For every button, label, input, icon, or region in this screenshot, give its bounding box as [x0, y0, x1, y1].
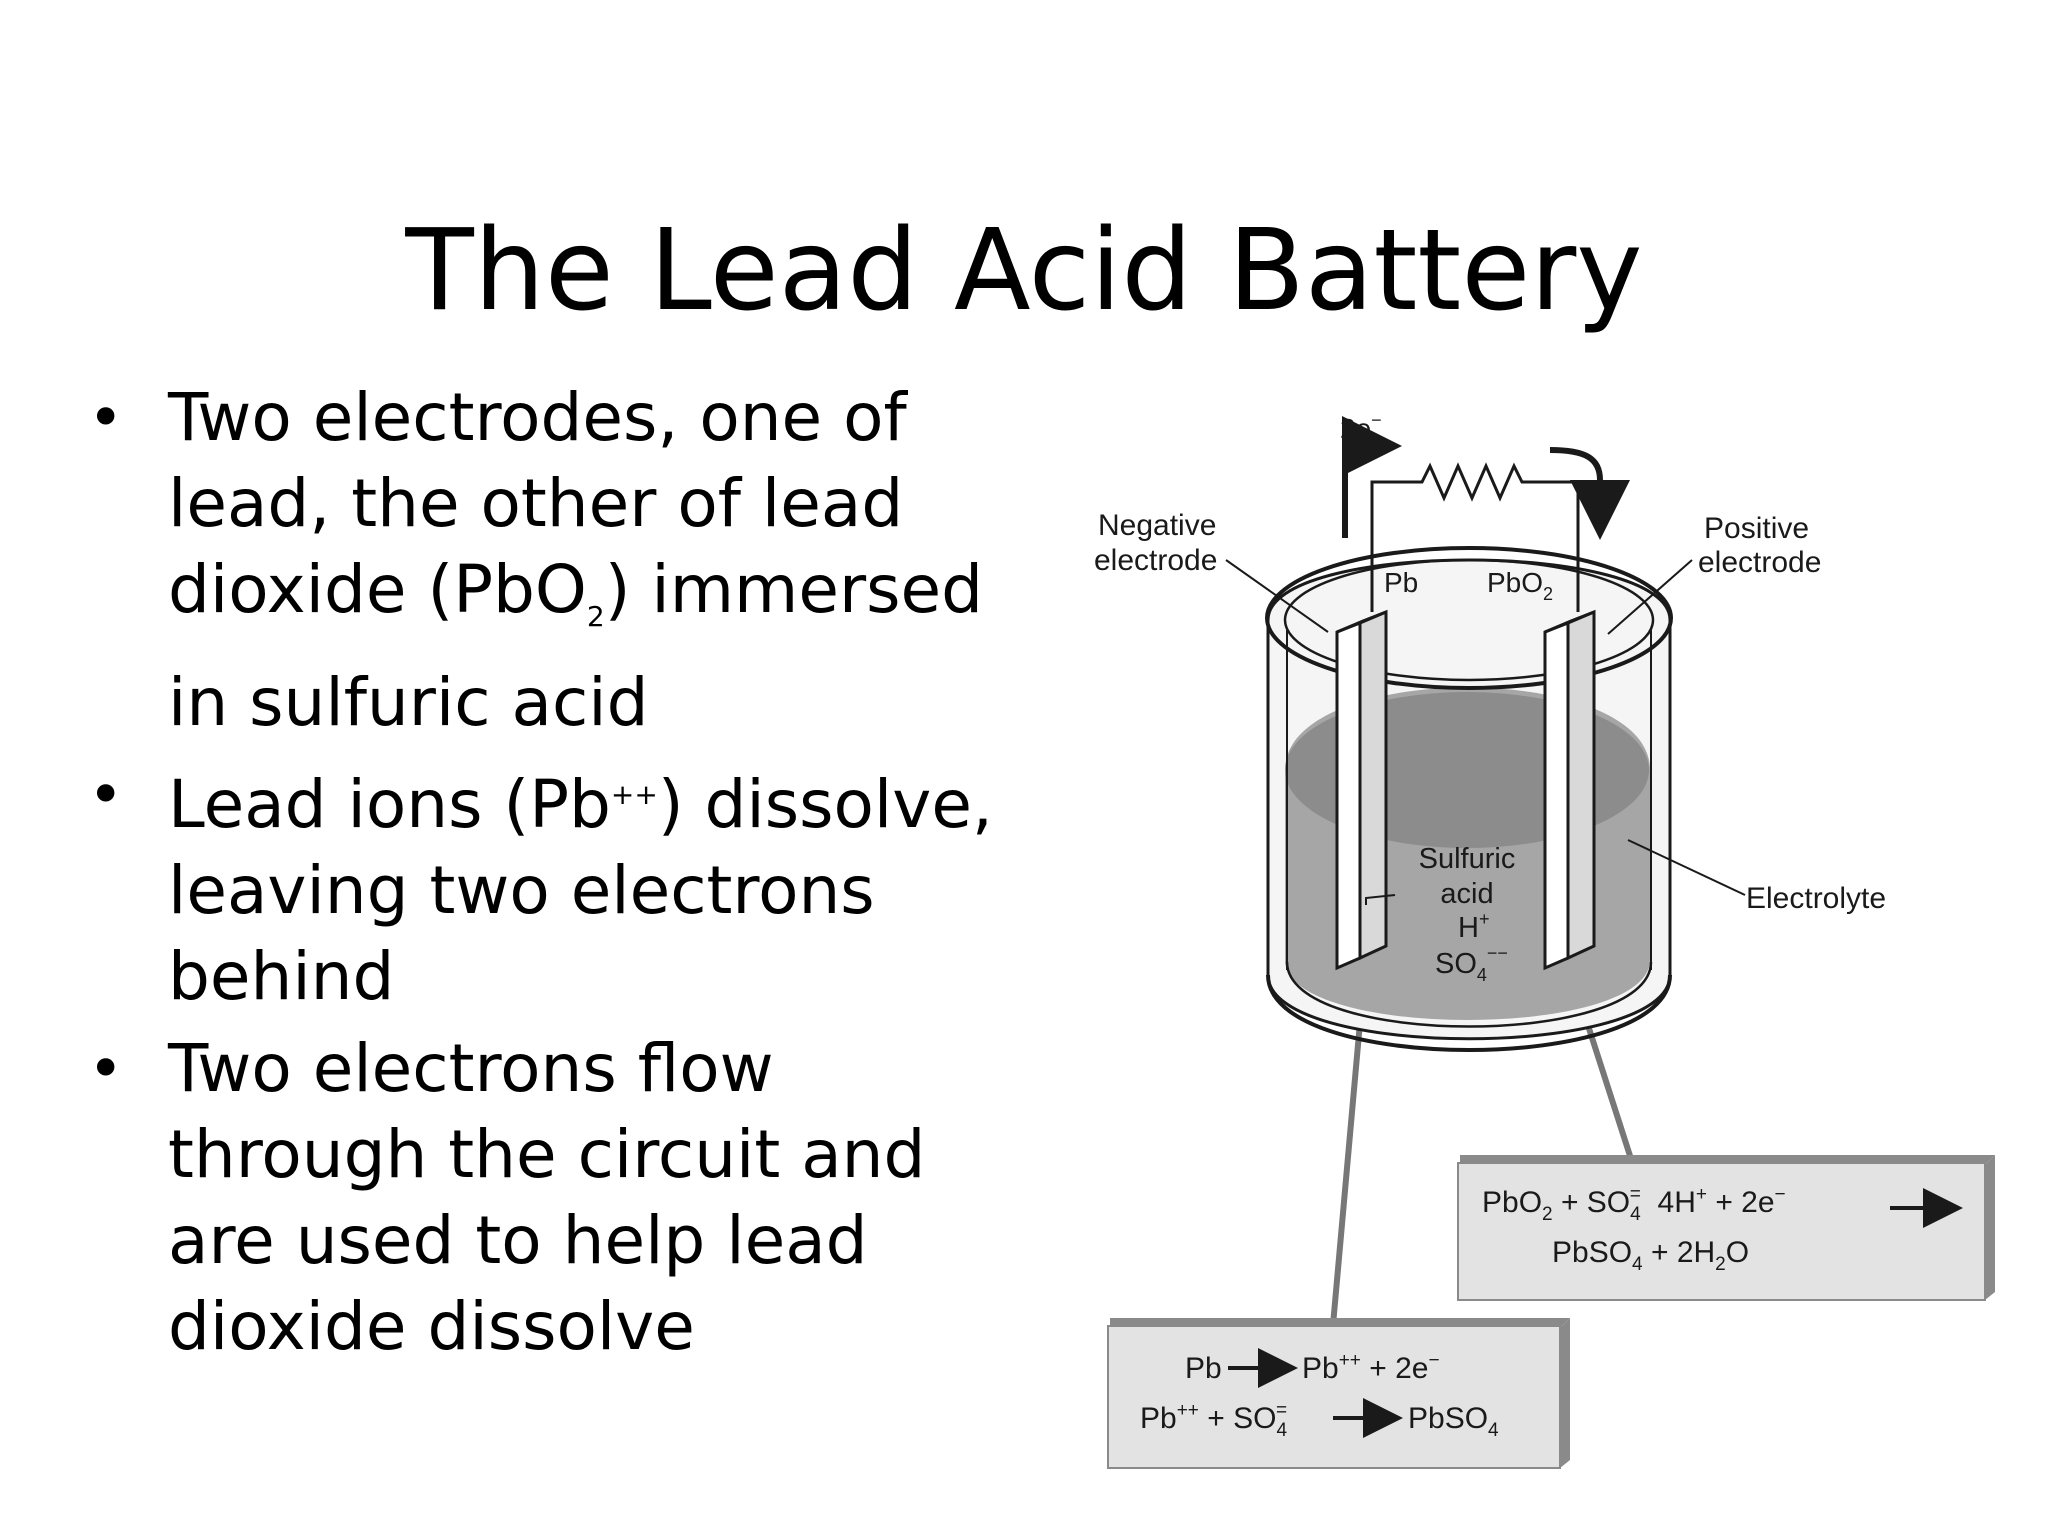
bullet-line: in sulfuric acid [168, 664, 649, 742]
pointer-electrolyte [1627, 839, 1746, 896]
bullet-item: • Two electrons flow through the circuit… [80, 1026, 1040, 1370]
bullet-line: leaving two electrons [168, 852, 875, 930]
bullet-line: dioxide (PbO2) immersed [168, 547, 1040, 660]
negative-reaction-line1: Pb [1185, 1352, 1222, 1385]
superscript: ++ [610, 778, 658, 812]
bullet-list: • Two electrodes, one of lead, the other… [80, 375, 1040, 1370]
bullet-item: • Two electrodes, one of lead, the other… [80, 375, 1040, 746]
acid-so4-label: SO4−− [1435, 943, 1508, 985]
negative-reaction-line1-product: Pb++ + 2e− [1302, 1350, 1440, 1385]
bullet-item: • Lead ions (Pb++) dissolve, leaving two… [80, 752, 1040, 1020]
negative-electrode-label: Negative [1098, 509, 1216, 542]
acid-label: acid [1440, 878, 1493, 910]
negative-reaction-line2-product: PbSO4 [1408, 1402, 1499, 1441]
container-inner-wall [1286, 630, 1652, 970]
positive-electrode-plate [1543, 609, 1596, 971]
container-rim-outer [1265, 546, 1673, 690]
circuit-wire [1370, 462, 1580, 612]
negative-electrode-label: electrode [1094, 544, 1217, 577]
negative-reaction-line2: Pb++ + SO4= [1140, 1400, 1287, 1441]
negative-reaction-box: Pb Pb++ + 2e− Pb++ + SO4= PbSO4 [1107, 1318, 1570, 1469]
positive-electrode-label: Positive [1704, 512, 1809, 545]
bullet-text: ) dissolve, [657, 766, 993, 844]
pointer-positive [1607, 559, 1693, 635]
container-rim-inner [1283, 558, 1655, 682]
container-bottom-inner [1285, 961, 1653, 1028]
bullet-line: Lead ions (Pb++) dissolve, [168, 752, 1040, 848]
electron-flow-arrow-right [1549, 447, 1630, 540]
bullet-text: dioxide (PbO [168, 551, 587, 628]
bullet-dot-icon: • [88, 760, 124, 831]
bullet-line: behind [168, 938, 395, 1016]
positive-reaction-line1: PbO2 + SO4= 4H+ + 2e− [1482, 1184, 1786, 1225]
positive-electrode-label: electrode [1698, 546, 1821, 579]
leader-line-negative [1330, 999, 1365, 1326]
bullet-line: dioxide dissolve [168, 1288, 695, 1366]
pb-label: Pb [1384, 567, 1418, 598]
negative-electrode-plate [1335, 609, 1388, 971]
pointer-acid [1365, 894, 1396, 905]
bullet-text: Lead ions (Pb [168, 766, 611, 844]
positive-reaction-box: PbO2 + SO4= 4H+ + 2e− PbSO4 + 2H2O [1457, 1155, 1995, 1301]
subscript: 2 [586, 600, 605, 634]
bullet-dot-icon: • [88, 383, 124, 453]
bullet-line: Two electrons flow [168, 1030, 774, 1108]
electron-label: 2e− [1340, 410, 1382, 444]
positive-reaction-line2: PbSO4 + 2H2O [1552, 1236, 1749, 1275]
bullet-line: lead, the other of lead [168, 465, 904, 542]
bullet-text: ) immersed [604, 551, 983, 628]
bullet-line: through the circuit and [168, 1116, 926, 1194]
pbo2-label: PbO2 [1487, 567, 1553, 604]
slide-title: The Lead Acid Battery [405, 206, 1643, 336]
acid-label: Sulfuric [1419, 843, 1516, 875]
bullet-dot-icon: • [88, 1034, 124, 1105]
acid-h-label: H+ [1458, 909, 1489, 944]
bullet-line: are used to help lead [168, 1202, 868, 1280]
electrolyte-label: Electrolyte [1746, 882, 1886, 915]
pointer-negative [1225, 559, 1329, 633]
container-bottom [1266, 974, 1672, 1052]
bullet-line: Two electrodes, one of [168, 379, 907, 456]
electron-flow-arrow-left [1341, 416, 1402, 538]
